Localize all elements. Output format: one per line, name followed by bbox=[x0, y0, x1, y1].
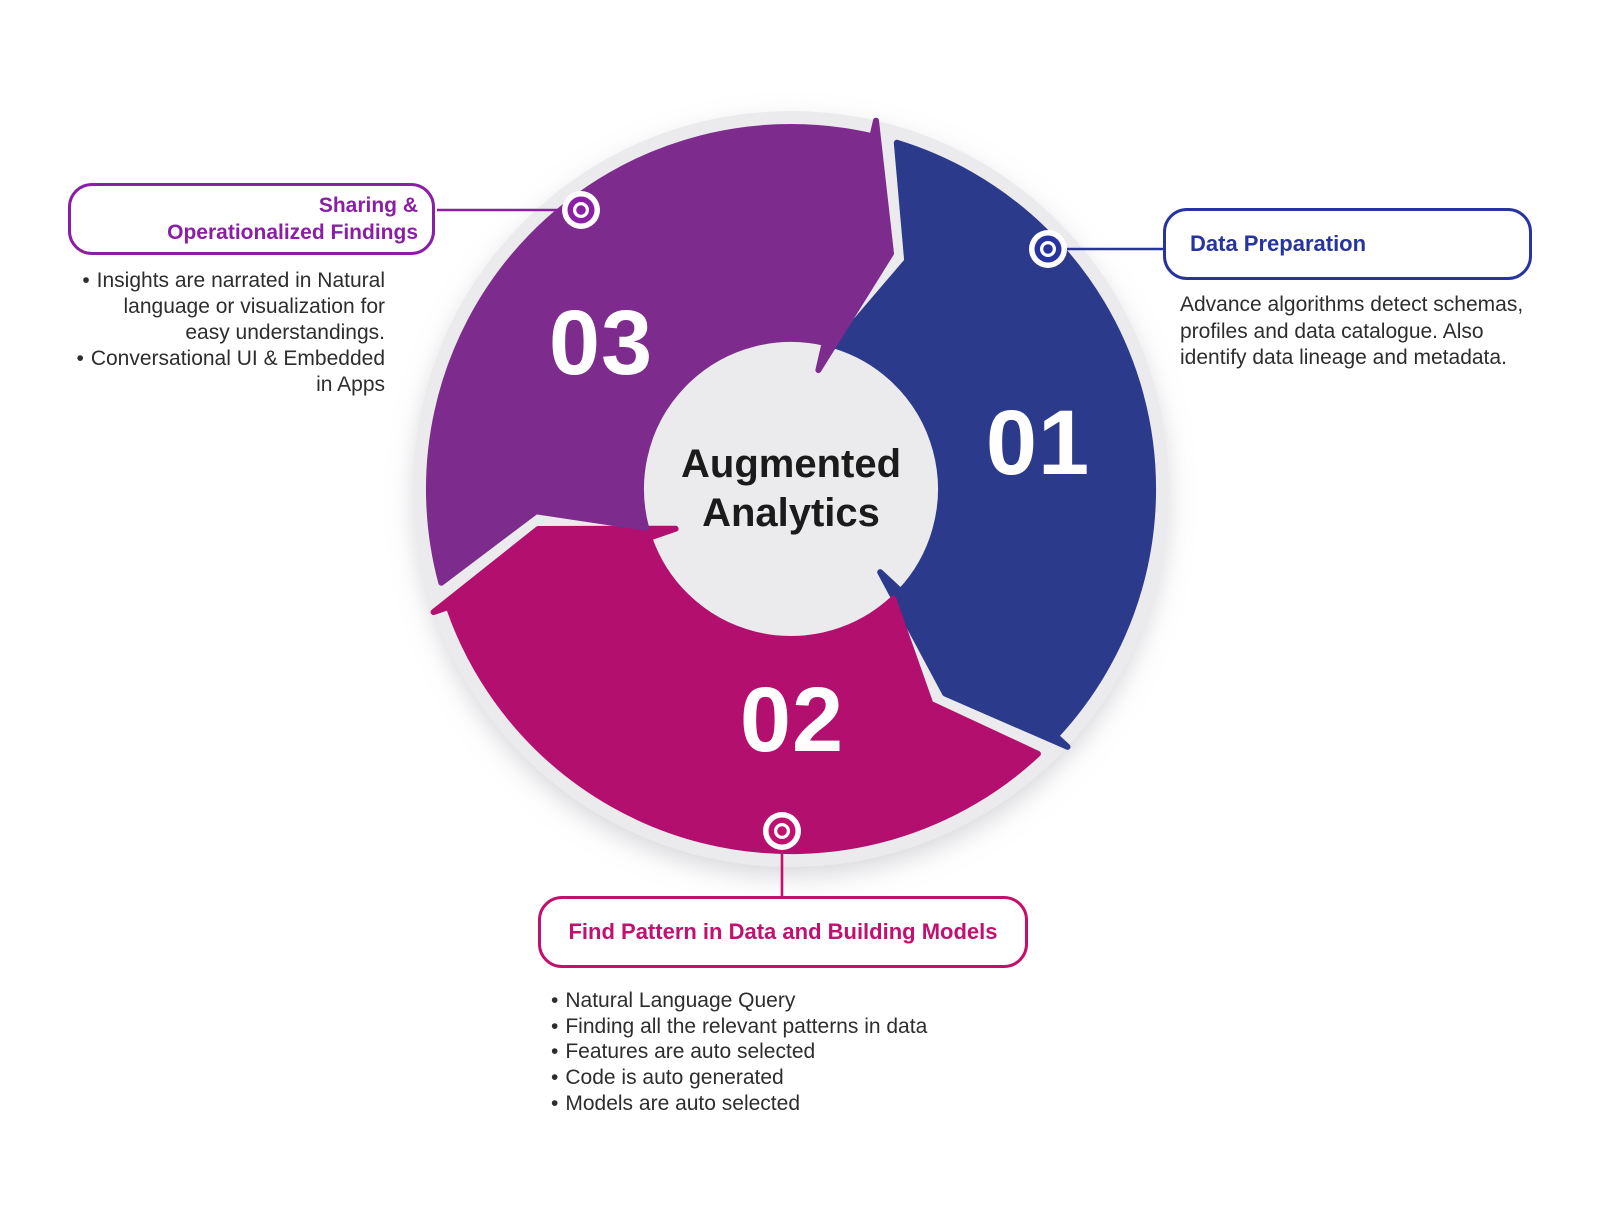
callout-step-02-title: Find Pattern in Data and Building Models bbox=[568, 919, 998, 944]
step-03-bullet-list: • Insights are narrated in Natural langua… bbox=[75, 268, 385, 398]
callout-step-03-title-line2: Operationalized Findings bbox=[167, 221, 418, 244]
bullet-marker: • bbox=[551, 1066, 559, 1090]
bullet-item: • Conversational UI & Embedded in Apps bbox=[75, 346, 385, 398]
step-01-number: 01 bbox=[985, 392, 1091, 494]
bullet-marker: • bbox=[551, 1040, 559, 1064]
bullet-item: •Models are auto selected bbox=[551, 1091, 1023, 1117]
step-02-number: 02 bbox=[739, 669, 845, 771]
step-02-bullet-list: •Natural Language Query •Finding all the… bbox=[551, 988, 1023, 1117]
bullet-marker: • bbox=[76, 347, 84, 370]
bullet-text: Conversational UI & Embedded in Apps bbox=[90, 347, 385, 396]
center-title-line1: Augmented bbox=[681, 442, 901, 487]
bullet-text: Insights are narrated in Natural languag… bbox=[96, 269, 385, 344]
arrow-step-03 bbox=[425, 117, 894, 586]
arrow-step-02 bbox=[430, 525, 1041, 855]
bullet-text: Natural Language Query bbox=[565, 989, 796, 1012]
bullet-marker: • bbox=[551, 1091, 559, 1115]
connector-ring-step-03 bbox=[562, 191, 600, 229]
bullet-marker: • bbox=[82, 269, 90, 292]
callout-step-01: Data Preparation bbox=[1163, 208, 1532, 280]
bullet-text: Features are auto selected bbox=[565, 1040, 816, 1064]
center-title: Augmented Analytics bbox=[681, 440, 901, 538]
arrow-step-01 bbox=[831, 139, 1156, 750]
step-01-description: Advance algorithms detect schemas, profi… bbox=[1180, 293, 1524, 369]
callout-step-01-title: Data Preparation bbox=[1190, 231, 1367, 256]
bullet-text: Code is auto generated bbox=[565, 1066, 784, 1090]
step-03-number: 03 bbox=[548, 292, 654, 394]
bullet-item: •Finding all the relevant patterns in da… bbox=[551, 1014, 1023, 1040]
connector-ring-step-01 bbox=[1029, 230, 1067, 268]
callout-step-02: Find Pattern in Data and Building Models bbox=[538, 896, 1028, 968]
center-title-line2: Analytics bbox=[702, 491, 880, 535]
callout-step-03: Sharing & Operationalized Findings bbox=[68, 183, 435, 255]
bullet-marker: • bbox=[551, 989, 559, 1012]
callout-step-03-title-line1: Sharing & bbox=[318, 194, 418, 217]
bullet-item: • Insights are narrated in Natural langua… bbox=[75, 268, 385, 346]
connector-ring-step-02 bbox=[763, 812, 801, 850]
bullet-item: •Code is auto generated bbox=[551, 1065, 1023, 1091]
bullet-item: • Natural Language Query bbox=[551, 988, 1023, 1014]
bullet-text: Finding all the relevant patterns in dat… bbox=[565, 1014, 928, 1038]
bullet-marker: • bbox=[551, 1014, 559, 1038]
bullet-text: Models are auto selected bbox=[565, 1091, 800, 1115]
bullet-item: •Features are auto selected bbox=[551, 1039, 1023, 1065]
